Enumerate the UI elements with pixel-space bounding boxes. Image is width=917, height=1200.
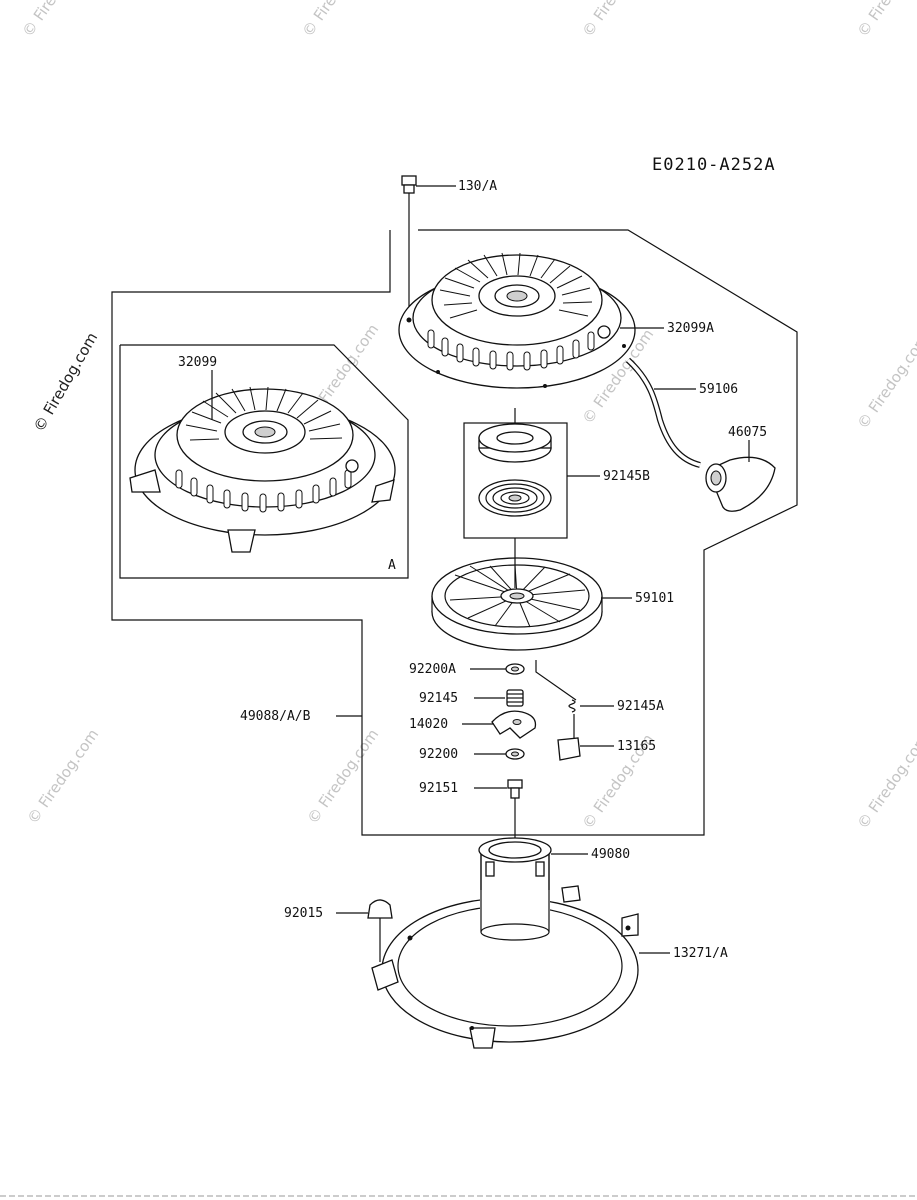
label-92151: 92151	[419, 781, 458, 796]
ratchet-14020-icon	[491, 710, 537, 739]
base-plate-13271-icon	[371, 885, 639, 1049]
recoil-spring-icon	[478, 479, 552, 517]
assembly-boundary	[111, 229, 798, 836]
spring-92145-icon	[506, 689, 524, 707]
leader-92145a-guide	[535, 660, 577, 701]
washer-92200-icon	[505, 748, 525, 760]
label-32099: 32099	[178, 355, 217, 370]
label-14020: 14020	[409, 717, 448, 732]
inset-box-letter: A	[388, 558, 396, 573]
label-46075: 46075	[728, 425, 767, 440]
label-13165: 13165	[617, 739, 656, 754]
label-92015: 92015	[284, 906, 323, 921]
label-130: 130/A	[458, 179, 497, 194]
label-59106: 59106	[699, 382, 738, 397]
label-92145a: 92145A	[617, 699, 664, 714]
starter-cover-32099a-icon	[398, 252, 636, 389]
watermark-text: © Firedog.com	[304, 726, 383, 828]
bolt-92151-icon	[507, 779, 523, 799]
label-49088: 49088/A/B	[240, 709, 311, 724]
watermark-text: © Firedog.com	[854, 331, 917, 433]
pawl-13165-icon	[557, 714, 581, 761]
label-92145: 92145	[419, 691, 458, 706]
washer-92200a-icon	[505, 663, 525, 675]
watermark-text: © Firedog.com	[579, 0, 658, 40]
watermark-text-dark: © Firedog.com	[30, 329, 101, 435]
label-32099a: 32099A	[667, 321, 714, 336]
spring-case-icon	[478, 423, 552, 463]
watermark-text: © Firedog.com	[24, 726, 103, 828]
starter-cover-32099-icon	[129, 386, 396, 553]
spring-92145a-icon	[568, 699, 576, 713]
watermark-text: © Firedog.com	[854, 0, 917, 40]
starter-handle-46075-icon	[705, 456, 776, 512]
label-59101: 59101	[635, 591, 674, 606]
label-49080: 49080	[591, 847, 630, 862]
starter-rope-59106-icon	[626, 358, 701, 467]
label-92145b: 92145B	[603, 469, 650, 484]
label-13271: 13271/A	[673, 946, 728, 961]
inset-box-a	[119, 344, 409, 579]
label-92200a: 92200A	[409, 662, 456, 677]
bolt-130-icon	[401, 175, 417, 320]
watermark-text: © Firedog.com	[299, 0, 378, 40]
watermark-text: © Firedog.com	[19, 0, 98, 40]
cap-nut-92015-icon	[367, 899, 393, 962]
watermark-text: © Firedog.com	[854, 731, 917, 833]
diagram-code: E0210-A252A	[652, 155, 776, 175]
reel-pulley-59101-icon	[431, 557, 603, 651]
label-92200: 92200	[419, 747, 458, 762]
watermark-layer: © Firedog.com © Firedog.com © Firedog.co…	[19, 0, 917, 832]
